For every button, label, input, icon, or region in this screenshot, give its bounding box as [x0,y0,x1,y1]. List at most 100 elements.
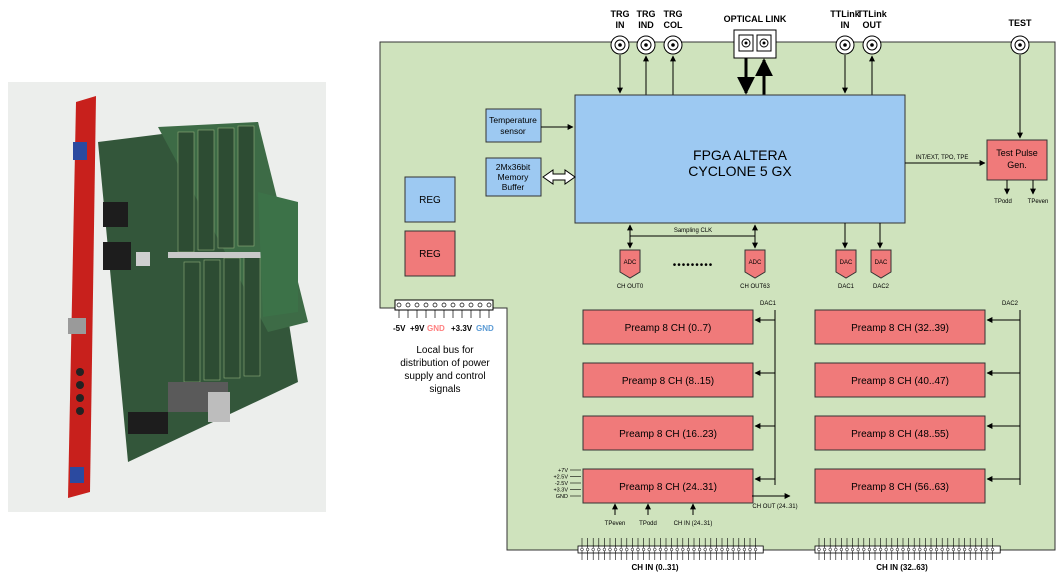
tp-odd-label: TPodd [994,199,1012,205]
bus-pin [486,302,492,308]
ch-out63-label: CH OUT63 [740,284,770,290]
dac1-label: DAC1 [838,284,855,290]
supply-label: +7V [558,468,568,474]
preamp-label: Preamp 8 CH (48..55) [851,429,949,440]
connector-trg-col: TRG COL [663,9,684,55]
connector-ttlink-out: TTLink OUT [857,9,888,55]
local-bus-caption: Local bus for distribution of power supp… [400,345,490,395]
test-pulse-generator-block: Test Pulse Gen. [986,139,1048,181]
adc-0-label: ADC [624,260,637,266]
bus-pin [423,302,429,308]
preamp-label: Preamp 8 CH (8..15) [622,376,714,387]
memory-label-2: Memory [498,172,529,182]
preamp-label: Preamp 8 CH (16..23) [619,429,717,440]
int-ext-label: INT/EXT, TPO, TPE [916,155,969,161]
dac2-label: DAC2 [873,284,890,290]
ttlink-out-label-2: OUT [863,20,883,30]
power-label-gnd-1: GND [427,324,445,333]
preamp-block: Preamp 8 CH (16..23) [582,415,754,451]
preamps-right: Preamp 8 CH (32..39) Preamp 8 CH (40..47)… [814,309,1020,504]
temperature-sensor-block: Temperature sensor [485,108,542,143]
ch-in-24-31-label: CH IN (24..31) [674,521,713,527]
board-photo [8,82,326,512]
preamp-label: Preamp 8 CH (0..7) [625,323,712,334]
trg-in-label-2: IN [616,20,625,30]
connector-test: TEST [1008,18,1032,55]
dac-2-block-label: DAC [875,260,888,266]
local-bus-line-3: supply and control [404,371,485,382]
sampling-clk-label: Sampling CLK [674,228,712,234]
preamp-block: Preamp 8 CH (0..7) [582,309,754,345]
preamp-block: Preamp 8 CH (32..39) [814,309,986,345]
supply-label: GND [556,494,568,500]
temperature-label-2: sensor [500,126,526,136]
adc-ellipsis: ••••••••• [673,260,714,271]
adc-63: ADC CH OUT63 [740,249,770,290]
ttlink-out-label-1: TTLink [857,9,887,19]
local-bus-line-4: signals [429,384,460,395]
preamp-label: Preamp 8 CH (24..31) [619,482,717,493]
dac2-bus-label: DAC2 [1002,301,1019,307]
reg-red-label: REG [419,249,441,260]
preamp-label: Preamp 8 CH (56..63) [851,482,949,493]
ch-in-left-connector [577,538,764,560]
tp-even-bottom-label: TPeven [605,521,626,527]
bus-pin [468,302,474,308]
connector-trg-ind: TRG IND [636,9,656,55]
reg-block-red: REG [404,230,456,277]
power-label-m5v: -5V [393,324,406,333]
bus-pin [405,302,411,308]
ch-out0-label: CH OUT0 [617,284,644,290]
bus-pin [396,302,402,308]
power-labels: -5V +9V GND +3.3V GND [393,324,494,333]
adc-0: ADC CH OUT0 [617,249,644,290]
bus-pin [441,302,447,308]
trg-col-label-2: COL [664,20,684,30]
reg-blue-label: REG [419,195,441,206]
ch-out-24-31-label: CH OUT (24..31) [752,504,797,510]
memory-label-1: 2Mx36bit [496,162,531,172]
supply-label: +3.3V [553,488,568,494]
ch-in-left-label: CH IN (0..31) [631,563,678,572]
local-bus-line-2: distribution of power [400,358,490,369]
fpga-line-1: FPGA ALTERA [693,147,788,163]
connector-trg-in: TRG IN [610,9,630,55]
ch-in-right-label: CH IN (32..63) [876,563,928,572]
temperature-label-1: Temperature [489,115,537,125]
trg-ind-label-2: IND [638,20,654,30]
power-label-p9v: +9V [410,324,425,333]
memory-label-3: Buffer [502,182,525,192]
bus-pin [459,302,465,308]
trg-ind-label-1: TRG [637,9,656,19]
trg-col-label-1: TRG [664,9,683,19]
dac1-bus-label: DAC1 [760,301,777,307]
supply-label: -2.5V [555,481,568,487]
power-label-p33v: +3.3V [451,324,473,333]
dac-1-block-label: DAC [840,260,853,266]
adc-63-label: ADC [749,260,762,266]
test-pulse-label-1: Test Pulse [996,148,1038,158]
preamp-block: Preamp 8 CH (8..15) [582,362,754,398]
test-label: TEST [1008,18,1032,28]
connector-ttlink-in: TTLink IN [830,9,861,55]
power-label-gnd-2: GND [476,324,494,333]
bus-pin [477,302,483,308]
bus-pin [432,302,438,308]
local-bus-line-1: Local bus for [416,345,474,356]
reg-block-blue: REG [404,176,456,223]
memory-buffer-block: 2Mx36bit Memory Buffer [485,157,542,197]
ttlink-in-label-2: IN [841,20,850,30]
connector-optical-link: OPTICAL LINK [724,14,787,59]
ttlink-in-label-1: TTLink [830,9,860,19]
fpga-block: FPGA ALTERA CYCLONE 5 GX [574,94,906,224]
tp-even-label: TPeven [1028,199,1049,205]
ch-in-right-connector [814,538,1001,560]
fpga-line-2: CYCLONE 5 GX [688,163,792,179]
optical-link-label: OPTICAL LINK [724,14,787,24]
preamp-block: Preamp 8 CH (56..63) [814,468,986,504]
tp-odd-bottom-label: TPodd [639,521,657,527]
supply-label: +2.5V [553,475,568,481]
preamp-block: Preamp 8 CH (40..47) [814,362,986,398]
trg-in-label-1: TRG [611,9,630,19]
